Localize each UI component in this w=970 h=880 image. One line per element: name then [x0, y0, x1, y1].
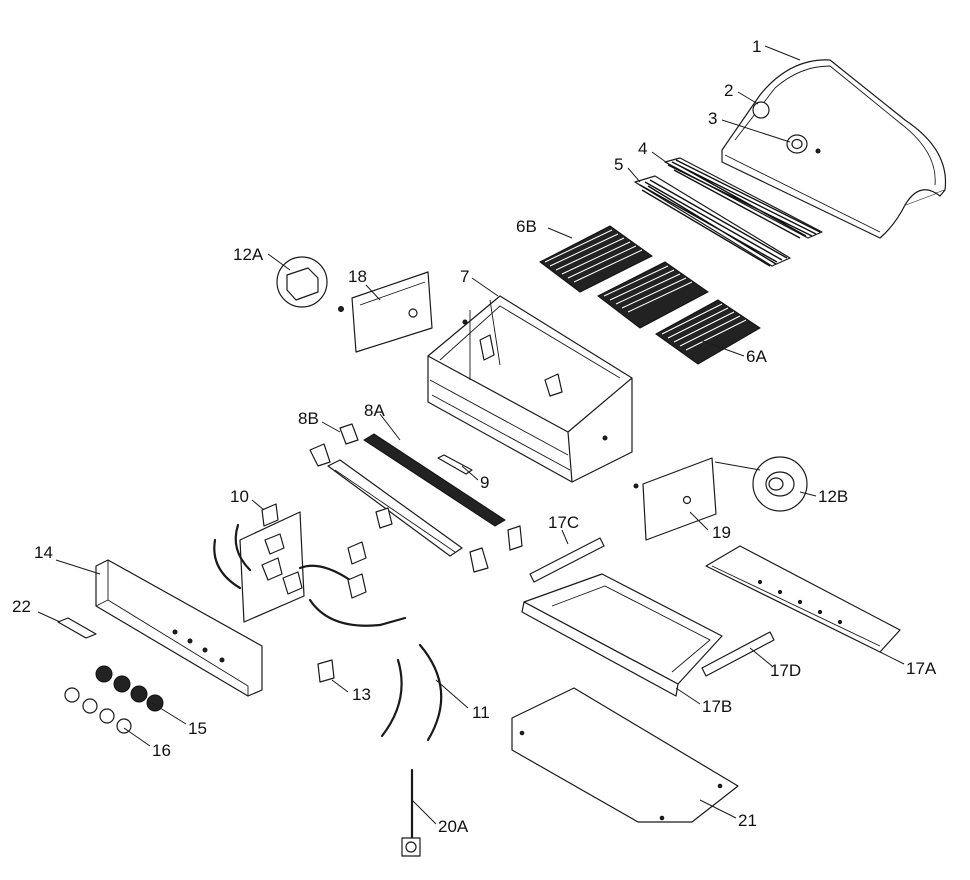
label-12a: 12A — [233, 245, 264, 264]
part-badge-22 — [57, 617, 97, 639]
part-rail-17d — [701, 631, 775, 677]
label-6a: 6A — [746, 347, 767, 366]
label-17a: 17A — [906, 659, 937, 678]
part-bezels-15 — [95, 665, 164, 712]
part-bottom-panel-21 — [511, 687, 739, 823]
part-flame-tamer-8a — [363, 433, 506, 527]
part-knobs-16 — [64, 687, 132, 734]
leader-lines — [37, 45, 905, 825]
label-2: 2 — [724, 81, 733, 100]
label-12b: 12B — [818, 487, 848, 506]
label-1: 1 — [752, 37, 761, 56]
label-10: 10 — [230, 487, 249, 506]
label-4: 4 — [638, 139, 647, 158]
label-3: 3 — [708, 109, 717, 128]
label-6b: 6B — [516, 217, 537, 236]
label-9: 9 — [480, 473, 489, 492]
label-8a: 8A — [364, 401, 385, 420]
part-12a-detail — [276, 256, 344, 312]
label-16: 16 — [152, 741, 171, 760]
label-18: 18 — [348, 267, 367, 286]
label-19: 19 — [712, 523, 731, 542]
callout-labels: 1 2 3 4 5 6B 6A 7 8A 8B 9 10 11 12A 12B … — [12, 37, 937, 836]
label-11: 11 — [472, 703, 490, 722]
label-14: 14 — [34, 543, 53, 562]
part-burner-assembly — [309, 443, 523, 573]
part-grease-tray-17b — [521, 573, 723, 697]
part-cooking-grid-6a — [655, 299, 761, 365]
label-5: 5 — [614, 155, 623, 174]
label-17c: 17C — [548, 513, 579, 532]
label-8b: 8B — [298, 409, 319, 428]
label-21: 21 — [738, 811, 757, 830]
label-7: 7 — [460, 267, 469, 286]
part-heat-deflector-17a — [705, 545, 901, 653]
part-temperature-gauge — [786, 134, 821, 154]
part-igniter-9 — [437, 454, 473, 475]
part-8b-bracket — [339, 423, 359, 445]
part-cooking-grid-6b — [539, 225, 653, 293]
part-cooking-grid-middle — [597, 261, 709, 329]
part-valve-manifold-10 — [213, 503, 407, 627]
part-side-panel-19 — [633, 457, 717, 541]
label-17d: 17D — [770, 661, 801, 680]
part-regulator-20a — [401, 768, 421, 857]
label-17b: 17B — [702, 697, 732, 716]
part-firebox — [427, 295, 633, 483]
part-warming-rack-lower — [634, 175, 791, 267]
label-22: 22 — [12, 597, 31, 616]
part-rail-17c — [529, 537, 605, 583]
label-13: 13 — [352, 685, 371, 704]
part-hoses-11 — [380, 643, 443, 742]
part-control-panel-14 — [95, 559, 263, 697]
part-gauge-ring — [752, 101, 770, 119]
label-15: 15 — [188, 719, 207, 738]
part-igniter-module-13 — [317, 659, 335, 683]
part-warming-rack-upper — [664, 157, 823, 239]
part-lid — [721, 59, 947, 239]
label-20a: 20A — [438, 817, 469, 836]
part-12b-detail — [752, 456, 808, 512]
